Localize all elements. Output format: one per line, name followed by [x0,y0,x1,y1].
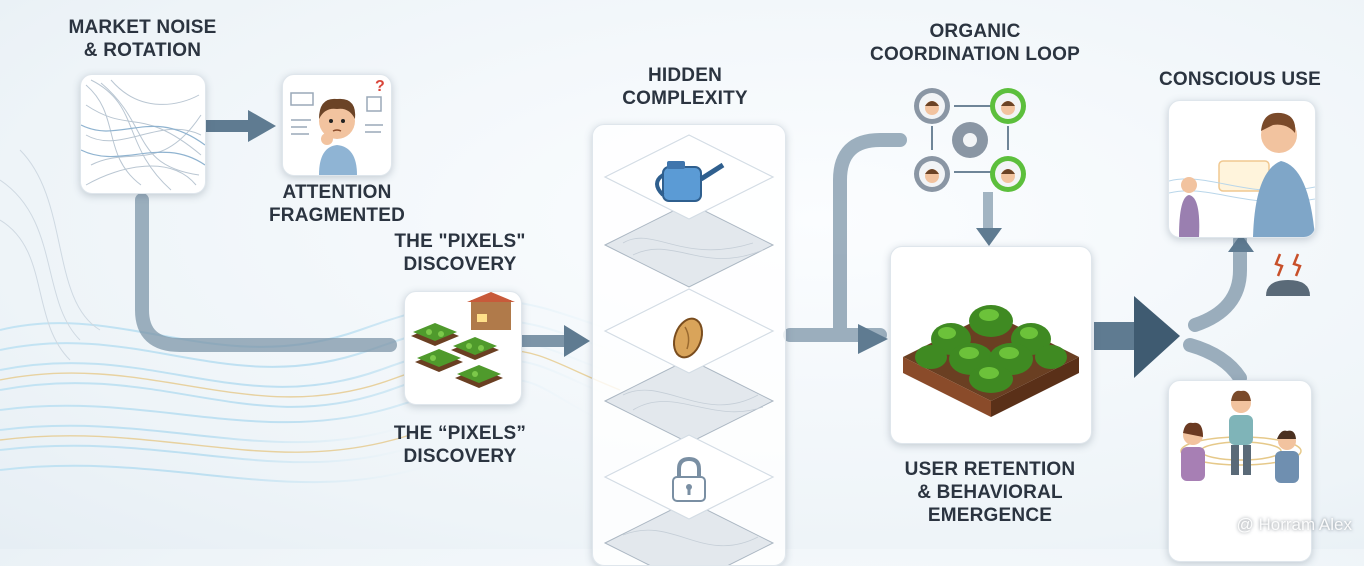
coordination-loop-diagram [914,88,1026,192]
group-people-card [1168,380,1312,562]
market-noise-card [80,74,206,194]
hidden-complexity-panel [592,124,786,566]
arrow-into-retention [858,324,888,354]
flow-connectors [135,133,1247,385]
conscious-person-icon [1169,112,1315,237]
coordination-loop-label: ORGANIC COORDINATION LOOP [870,21,1080,66]
noise-lines-icon [81,79,205,191]
arrow-to-conscious [1228,234,1254,252]
conscious-use-card [1168,100,1316,238]
background-waves [0,149,641,484]
user-retention-label: USER RETENTION & BEHAVIORAL EMERGENCE [904,459,1076,527]
group-people-icon [1180,390,1302,483]
market-noise-label: MARKET NOISE & ROTATION [68,17,217,62]
hidden-complexity-label: HIDDEN COMPLEXITY [622,65,748,110]
svg-text:?: ? [375,78,385,95]
pixel-farm-icon [411,292,515,388]
lock-icon [672,456,706,502]
plant-field-icon [903,305,1079,417]
pixels-discovery-top-label: THE "PIXELS" DISCOVERY [394,231,526,276]
user-retention-card [890,246,1092,444]
seed-icon [672,317,704,359]
confused-person-icon: ? [290,78,385,175]
conscious-use-label: CONSCIOUS USE [1158,69,1321,90]
pixels-discovery-card [404,291,522,405]
attention-label: ATTENTION FRAGMENTED [268,182,406,227]
watermark: @ Horram Alex [1236,515,1352,534]
attention-card: ? [282,74,392,176]
arrow-noise-to-attention [206,110,276,142]
alert-icon [1266,253,1310,296]
arrow-retention-to-outcome [1094,296,1180,378]
pixels-discovery-bottom-label: THE “PIXELS” DISCOVERY [393,423,527,468]
arrow-pixels-to-complexity [522,325,590,357]
watering-can-icon [655,161,725,202]
arrow-loop-down [976,228,1002,246]
